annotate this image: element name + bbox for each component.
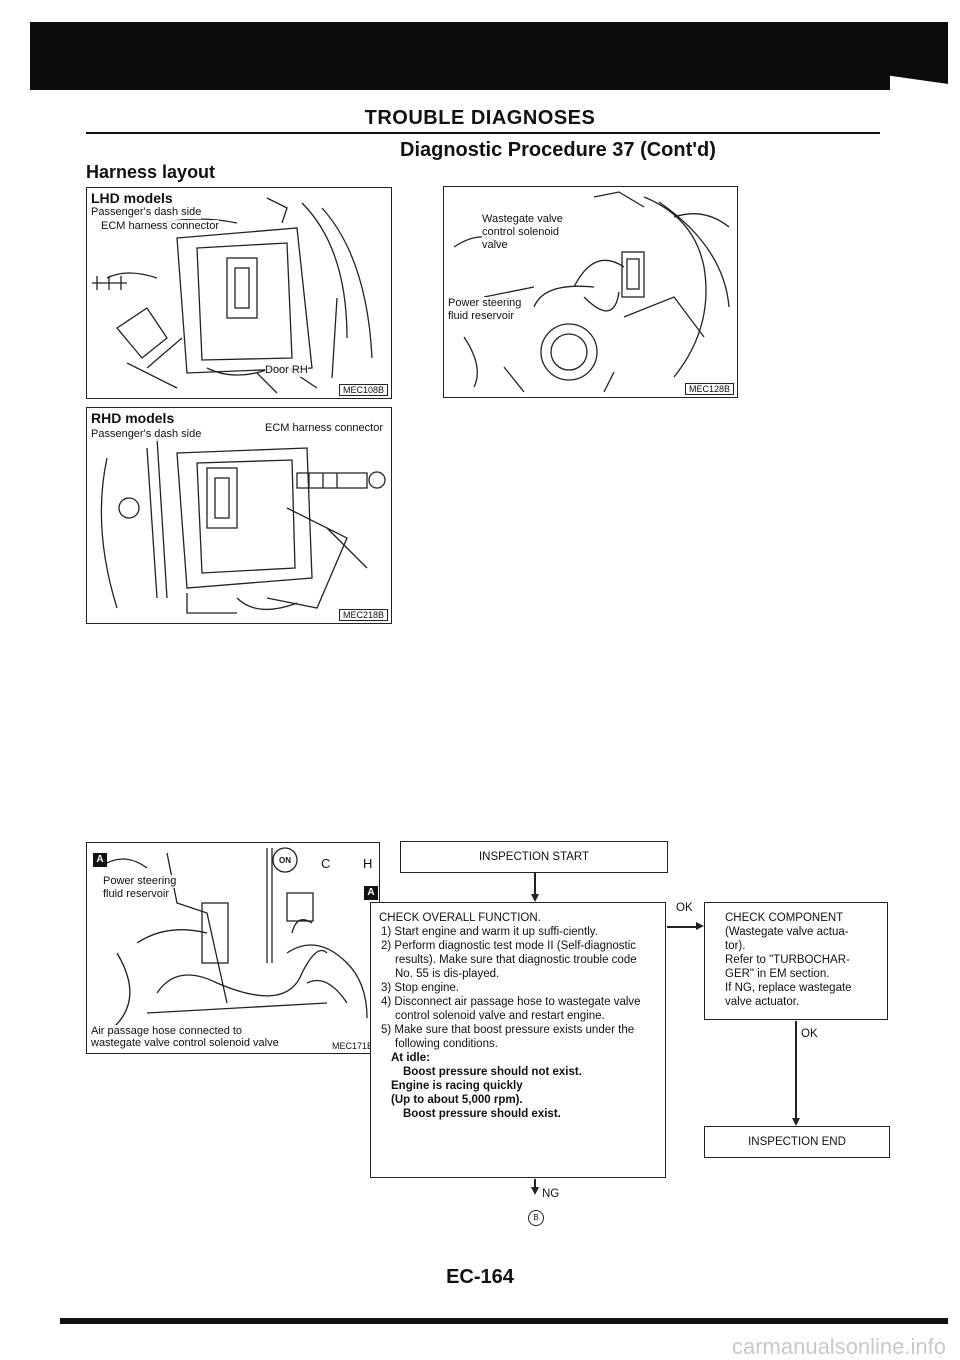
lhd-figure: LHD models Passenger's dash side ECM har…	[86, 187, 392, 399]
connector-start-check	[534, 872, 536, 896]
cond-idle-result: Boost pressure should not exist.	[403, 1066, 582, 1078]
component-line-3: Refer to "TURBOCHAR-	[725, 954, 850, 966]
inspection-end-label: INSPECTION END	[748, 1136, 846, 1148]
component-line-4: GER" in EM section.	[725, 968, 830, 980]
component-line-5: If NG, replace wastegate	[725, 982, 852, 994]
hose-figure: A Power steering fluid reservoir ON C H …	[86, 842, 380, 1054]
lhd-figure-code: MEC108B	[338, 384, 388, 396]
check-overall-title: CHECK OVERALL FUNCTION.	[379, 912, 541, 924]
step-3: 3) Stop engine.	[381, 982, 460, 994]
engine-label-ps-2: fluid reservoir	[448, 310, 515, 323]
rhd-label-dash: Passenger's dash side	[91, 428, 202, 441]
hose-caption-2: wastegate valve control solenoid valve	[91, 1037, 279, 1050]
inspection-end-box: INSPECTION END	[704, 1126, 890, 1158]
hose-label-ps-2: fluid reservoir	[103, 888, 170, 901]
step-4: 4) Disconnect air passage hose to wasteg…	[381, 996, 641, 1022]
key-h: H	[363, 856, 373, 871]
rhd-figure-code: MEC218B	[338, 609, 388, 621]
hose-illustration	[106, 847, 368, 1034]
hose-figure-code: MEC171B	[328, 1041, 376, 1051]
step-1: 1) Start engine and warm it up suffi-cie…	[381, 926, 598, 938]
engine-label-valve-1: Wastegate valve	[482, 213, 563, 226]
key-c: C	[321, 856, 331, 871]
ok-label: OK	[676, 902, 693, 914]
step-2: 2) Perform diagnostic test mode II (Self…	[381, 940, 637, 980]
lhd-title: LHD models	[91, 190, 173, 206]
component-line-6: valve actuator.	[725, 996, 800, 1008]
step-5: 5) Make sure that boost pressure exists …	[381, 1024, 635, 1050]
harness-layout-heading: Harness layout	[86, 162, 216, 182]
hose-caption-1: Air passage hose connected to	[91, 1025, 243, 1038]
lhd-label-ecm: ECM harness connector	[101, 220, 219, 233]
footer-bar	[60, 1318, 948, 1324]
arrow-component-end	[792, 1118, 800, 1126]
rhd-figure: RHD models Passenger's dash side ECM har…	[86, 407, 392, 624]
engine-figure-code: MEC128B	[684, 383, 734, 395]
key-on: ON	[279, 856, 291, 865]
rhd-title: RHD models	[91, 410, 175, 426]
section-title: TROUBLE DIAGNOSES	[364, 107, 596, 129]
page-number: EC-164	[446, 1266, 514, 1288]
component-line-1: (Wastegate valve actua-	[725, 926, 849, 938]
lhd-label-dash: Passenger's dash side	[91, 206, 202, 219]
cond-racing-result: Boost pressure should exist.	[403, 1108, 561, 1120]
rhd-illustration	[100, 437, 386, 614]
ng-label: NG	[542, 1188, 560, 1200]
component-line-2: tor).	[725, 940, 746, 952]
connector-component-end	[795, 1021, 797, 1121]
ok-label-2: OK	[801, 1028, 818, 1040]
engine-figure: Wastegate valve control solenoid valve P…	[443, 186, 738, 398]
inspection-start-box: INSPECTION START	[400, 841, 668, 873]
check-component-box: CHECK COMPONENT (Wastegate valve actua- …	[704, 902, 888, 1020]
flow-mark-a: A	[364, 886, 378, 900]
engine-label-valve-2: control solenoid	[482, 226, 560, 239]
arrow-start-check	[531, 894, 539, 902]
arrow-ok-component	[696, 922, 704, 930]
watermark: carmanualsonline.info	[731, 1334, 946, 1359]
rhd-label-ecm: ECM harness connector	[265, 422, 383, 435]
connector-ok-component	[667, 926, 697, 928]
lhd-label-door: Door RH	[265, 364, 308, 377]
hose-label-ps-1: Power steering	[103, 875, 177, 888]
engine-label-ps-1: Power steering	[448, 297, 522, 310]
hose-mark-a: A	[93, 853, 107, 867]
engine-label-valve-3: valve	[482, 239, 508, 252]
title-rule	[86, 132, 880, 134]
component-title: CHECK COMPONENT	[725, 912, 844, 924]
cond-racing: Engine is racing quickly	[391, 1080, 523, 1092]
cond-idle: At idle:	[391, 1052, 430, 1064]
check-overall-box: CHECK OVERALL FUNCTION. 1) Start engine …	[370, 902, 666, 1178]
inspection-start-label: INSPECTION START	[478, 851, 590, 863]
procedure-subtitle: Diagnostic Procedure 37 (Cont'd)	[400, 139, 716, 161]
connector-ng	[534, 1179, 536, 1189]
next-page-mark: B	[528, 1210, 544, 1226]
cond-racing-rpm: (Up to about 5,000 rpm).	[391, 1094, 523, 1106]
header-bar	[30, 22, 948, 90]
arrow-ng	[531, 1187, 539, 1195]
